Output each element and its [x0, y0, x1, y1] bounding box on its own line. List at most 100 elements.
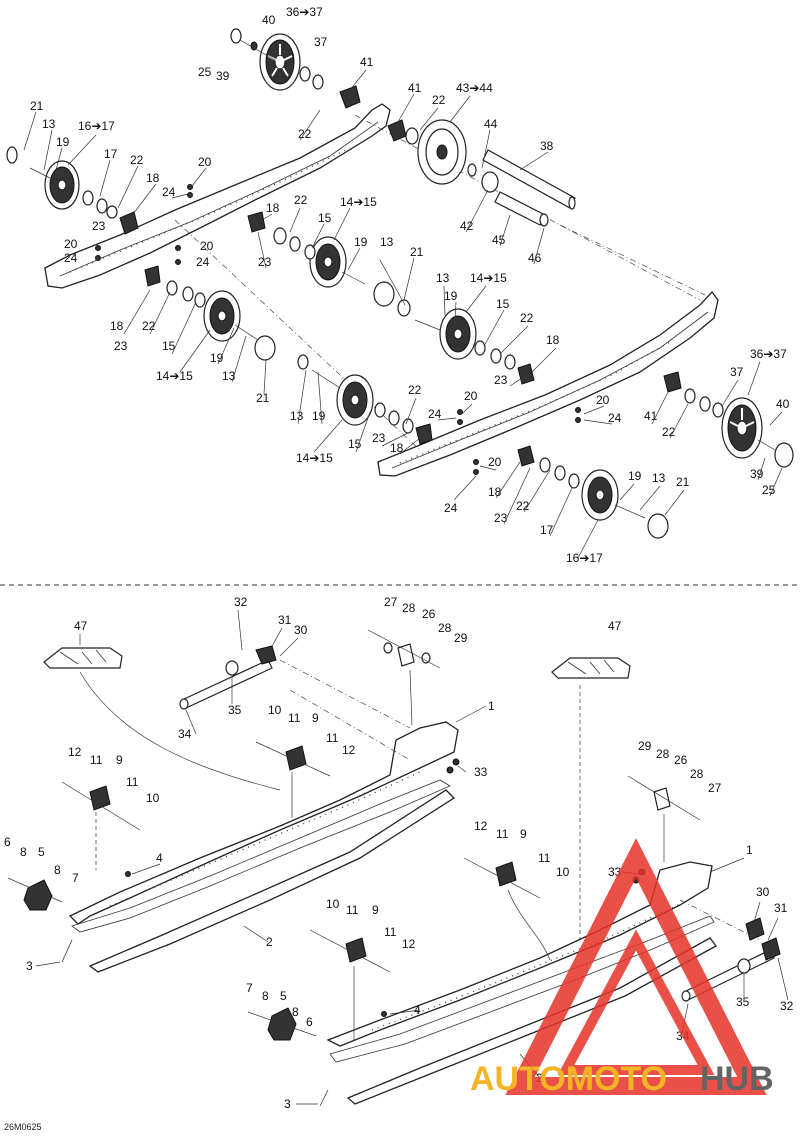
slide-block-26-top	[397, 643, 415, 667]
watermark-triangle-outer	[505, 838, 767, 1095]
callout: 40	[776, 397, 790, 411]
callout: 22	[520, 311, 534, 325]
callout: 18	[546, 333, 560, 347]
callout: 47	[608, 619, 622, 633]
callout: 28	[656, 747, 670, 761]
callout: 23	[114, 339, 128, 353]
callout: 25	[198, 65, 212, 79]
callout: 21	[410, 245, 424, 259]
callout: 15	[318, 211, 332, 225]
callout: 35	[736, 995, 750, 1009]
bracket-47-right	[551, 657, 631, 679]
callout: 26	[674, 753, 688, 767]
callout: 8	[292, 1005, 299, 1019]
guide-block-5-left	[23, 879, 53, 911]
callout: 11	[346, 903, 359, 917]
upper-suspension-assembly	[6, 28, 794, 539]
callout: 31	[774, 901, 788, 915]
callout: 17	[104, 147, 118, 161]
slider-strip-left	[88, 789, 456, 973]
wheel-14-15-mid-left	[203, 290, 241, 342]
callout: 21	[30, 99, 44, 113]
slide-block-9-left	[89, 785, 111, 811]
callout: 13	[42, 117, 56, 131]
callout: 15	[348, 437, 362, 451]
upper-callouts: 36➔37 40 37 25 39 41 41 22 22 43➔44 44 3…	[23, 5, 790, 565]
callout: 40	[262, 13, 276, 27]
callout: 45	[492, 233, 506, 247]
callout: 20	[464, 389, 478, 403]
callout: 23	[494, 511, 508, 525]
callout: 13	[222, 369, 236, 383]
callout: 26	[422, 607, 436, 621]
callout: 31	[278, 613, 292, 627]
callout: 24	[64, 251, 78, 265]
callout: 24	[196, 255, 210, 269]
callout: 30	[756, 885, 770, 899]
callout: 23	[372, 431, 386, 445]
callout: 25	[762, 483, 776, 497]
callout: 2	[266, 935, 273, 949]
axle-block-41	[339, 85, 361, 109]
slide-block-9-right	[495, 861, 517, 887]
callout: 1	[488, 699, 495, 713]
callout: 8	[54, 863, 61, 877]
callout: 36➔37	[286, 5, 323, 19]
callout: 7	[246, 981, 253, 995]
callout: 24	[428, 407, 442, 421]
callout: 16➔17	[78, 119, 115, 133]
callout: 22	[516, 499, 530, 513]
callout: 3	[26, 959, 33, 973]
callout: 28	[402, 601, 416, 615]
callout: 20	[64, 237, 78, 251]
watermark-brand-automoto: AUTOMOTO	[470, 1060, 667, 1098]
callout: 19	[444, 289, 458, 303]
callout: 1	[746, 843, 753, 857]
wheel-16-17-lower-right	[581, 469, 619, 521]
callout: 23	[494, 373, 508, 387]
callout: 43➔44	[456, 81, 493, 95]
callout: 32	[780, 999, 794, 1013]
slide-rail-right	[326, 861, 713, 1047]
callout: 12	[342, 743, 356, 757]
callout: 22	[432, 93, 446, 107]
wheel-14-15-lower	[336, 374, 374, 426]
callout: 29	[638, 739, 652, 753]
slider-strip-right	[346, 937, 717, 1105]
lower-callouts: 47 32 31 30 27 28 26 28 29 47 35 34 1 10…	[4, 595, 794, 1111]
callout: 14➔15	[340, 195, 377, 209]
callout: 22	[662, 425, 676, 439]
callout: 12	[402, 937, 416, 951]
callout: 16➔17	[566, 551, 603, 565]
callout: 11	[496, 827, 509, 841]
cap-25-top	[230, 28, 242, 44]
callout: 20	[596, 393, 610, 407]
callout: 10	[146, 791, 160, 805]
callout: 24	[608, 411, 622, 425]
callout: 10	[556, 865, 570, 879]
callout: 36➔37	[750, 347, 787, 361]
callout: 12	[68, 745, 82, 759]
callout: 18	[146, 171, 160, 185]
callout: 9	[372, 903, 379, 917]
callout: 11	[384, 925, 397, 939]
callout: 4	[156, 851, 163, 865]
callout: 30	[294, 623, 308, 637]
callout: 35	[228, 703, 242, 717]
wheel-14-15-center	[309, 236, 347, 288]
callout: 39	[216, 69, 230, 83]
callout: 11	[90, 753, 103, 767]
callout: 42	[460, 219, 474, 233]
callout: 21	[256, 391, 270, 405]
callout: 33	[474, 765, 488, 779]
shaft-45	[494, 191, 546, 226]
idler-wheel-front-large	[417, 119, 467, 185]
watermark-triangle-inner	[557, 929, 715, 1075]
callout: 46	[528, 251, 542, 265]
callout: 20	[488, 455, 502, 469]
callout: 38	[540, 139, 554, 153]
callout: 15	[162, 339, 176, 353]
callout: 15	[496, 297, 510, 311]
frame-rail-left	[44, 103, 391, 289]
